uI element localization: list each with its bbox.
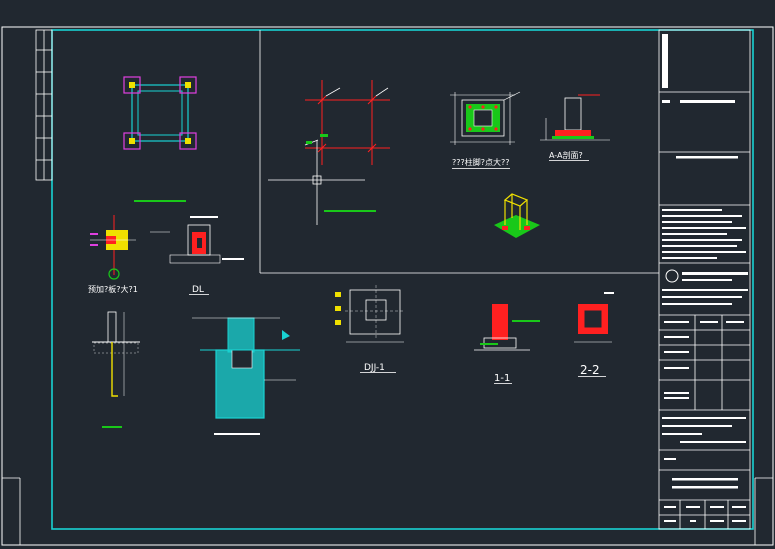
- label-djj-1: DJJ-1: [364, 363, 385, 373]
- label-dl: DL: [192, 285, 204, 295]
- section-2-2: 2-2: [574, 292, 614, 377]
- axis-grid-green-marks: [306, 134, 328, 144]
- view-divider: [259, 30, 659, 274]
- foundation-section: [192, 317, 300, 435]
- label-column-base-detail: ???柱脚?点大??: [452, 157, 509, 167]
- dl-detail: DL: [150, 216, 244, 295]
- label-embed-detail: 预加?板?大?1: [88, 284, 138, 294]
- axis-grid-underline: [324, 210, 376, 212]
- outer-sheet-border: [1, 26, 774, 546]
- label-section-1-1: 1-1: [494, 373, 510, 384]
- embed-plate-detail: 预加?板?大?1: [88, 215, 138, 294]
- column-base-detail: ???柱脚?点大??: [450, 91, 521, 169]
- axis-grid-plan: [305, 80, 390, 165]
- axis-grid-leaders: [268, 87, 389, 225]
- label-elevation-aa: A-A剖面?: [549, 150, 583, 160]
- elevation-aa: A-A剖面?: [540, 94, 610, 161]
- title-block: [658, 29, 751, 530]
- label-section-2-2: 2-2: [580, 363, 600, 377]
- side-ticks: [2, 477, 773, 545]
- section-1-1: 1-1: [474, 304, 540, 384]
- inner-drawing-frame: [51, 29, 754, 530]
- column-plan: [123, 76, 197, 202]
- binding-strip: [35, 29, 53, 181]
- title-block-text: [662, 34, 748, 522]
- 3d-base-model: [494, 193, 540, 238]
- anchor-bolt-detail: [92, 311, 140, 428]
- djj-1-detail: DJJ-1: [335, 285, 405, 373]
